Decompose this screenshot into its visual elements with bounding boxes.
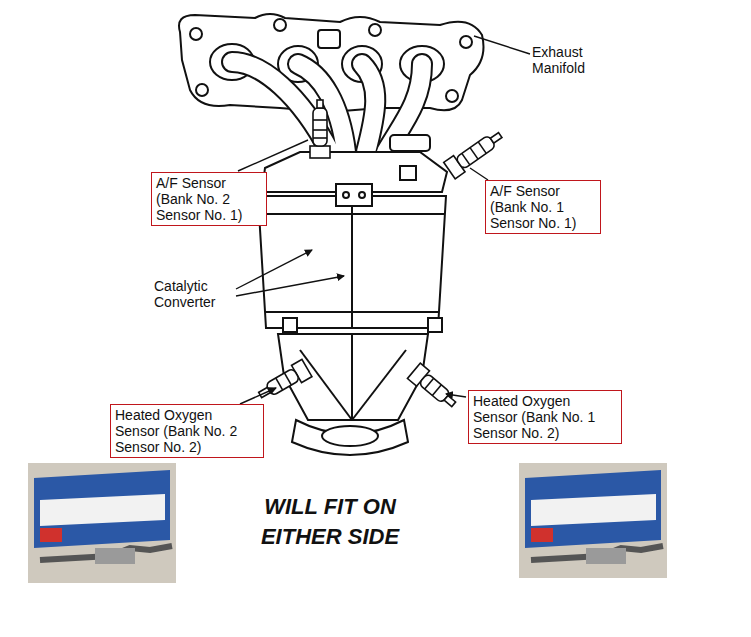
sensor-callout-box: Heated Oxygen Sensor (Bank No. 1 Sensor …: [468, 390, 622, 444]
note-text: WILL FIT ON EITHER SIDE: [232, 492, 428, 552]
part-label: Catalytic Converter: [154, 278, 234, 310]
sensor-label: Heated Oxygen Sensor (Bank No. 2 Sensor …: [115, 407, 259, 455]
sensor-label: A/F Sensor (Bank No. 1 Sensor No. 1): [490, 183, 596, 231]
sensor-callout-box: A/F Sensor (Bank No. 2 Sensor No. 1): [151, 172, 267, 226]
sensor-label: A/F Sensor (Bank No. 2 Sensor No. 1): [156, 175, 262, 223]
sensor-photo: [519, 463, 667, 578]
sensor-photo: [28, 463, 176, 583]
sensor-callout-box: Heated Oxygen Sensor (Bank No. 2 Sensor …: [110, 404, 264, 458]
sensor-callout-box: A/F Sensor (Bank No. 1 Sensor No. 1): [485, 180, 601, 234]
part-label: Exhaust Manifold: [532, 44, 604, 76]
sensor-label: Heated Oxygen Sensor (Bank No. 1 Sensor …: [473, 393, 617, 441]
